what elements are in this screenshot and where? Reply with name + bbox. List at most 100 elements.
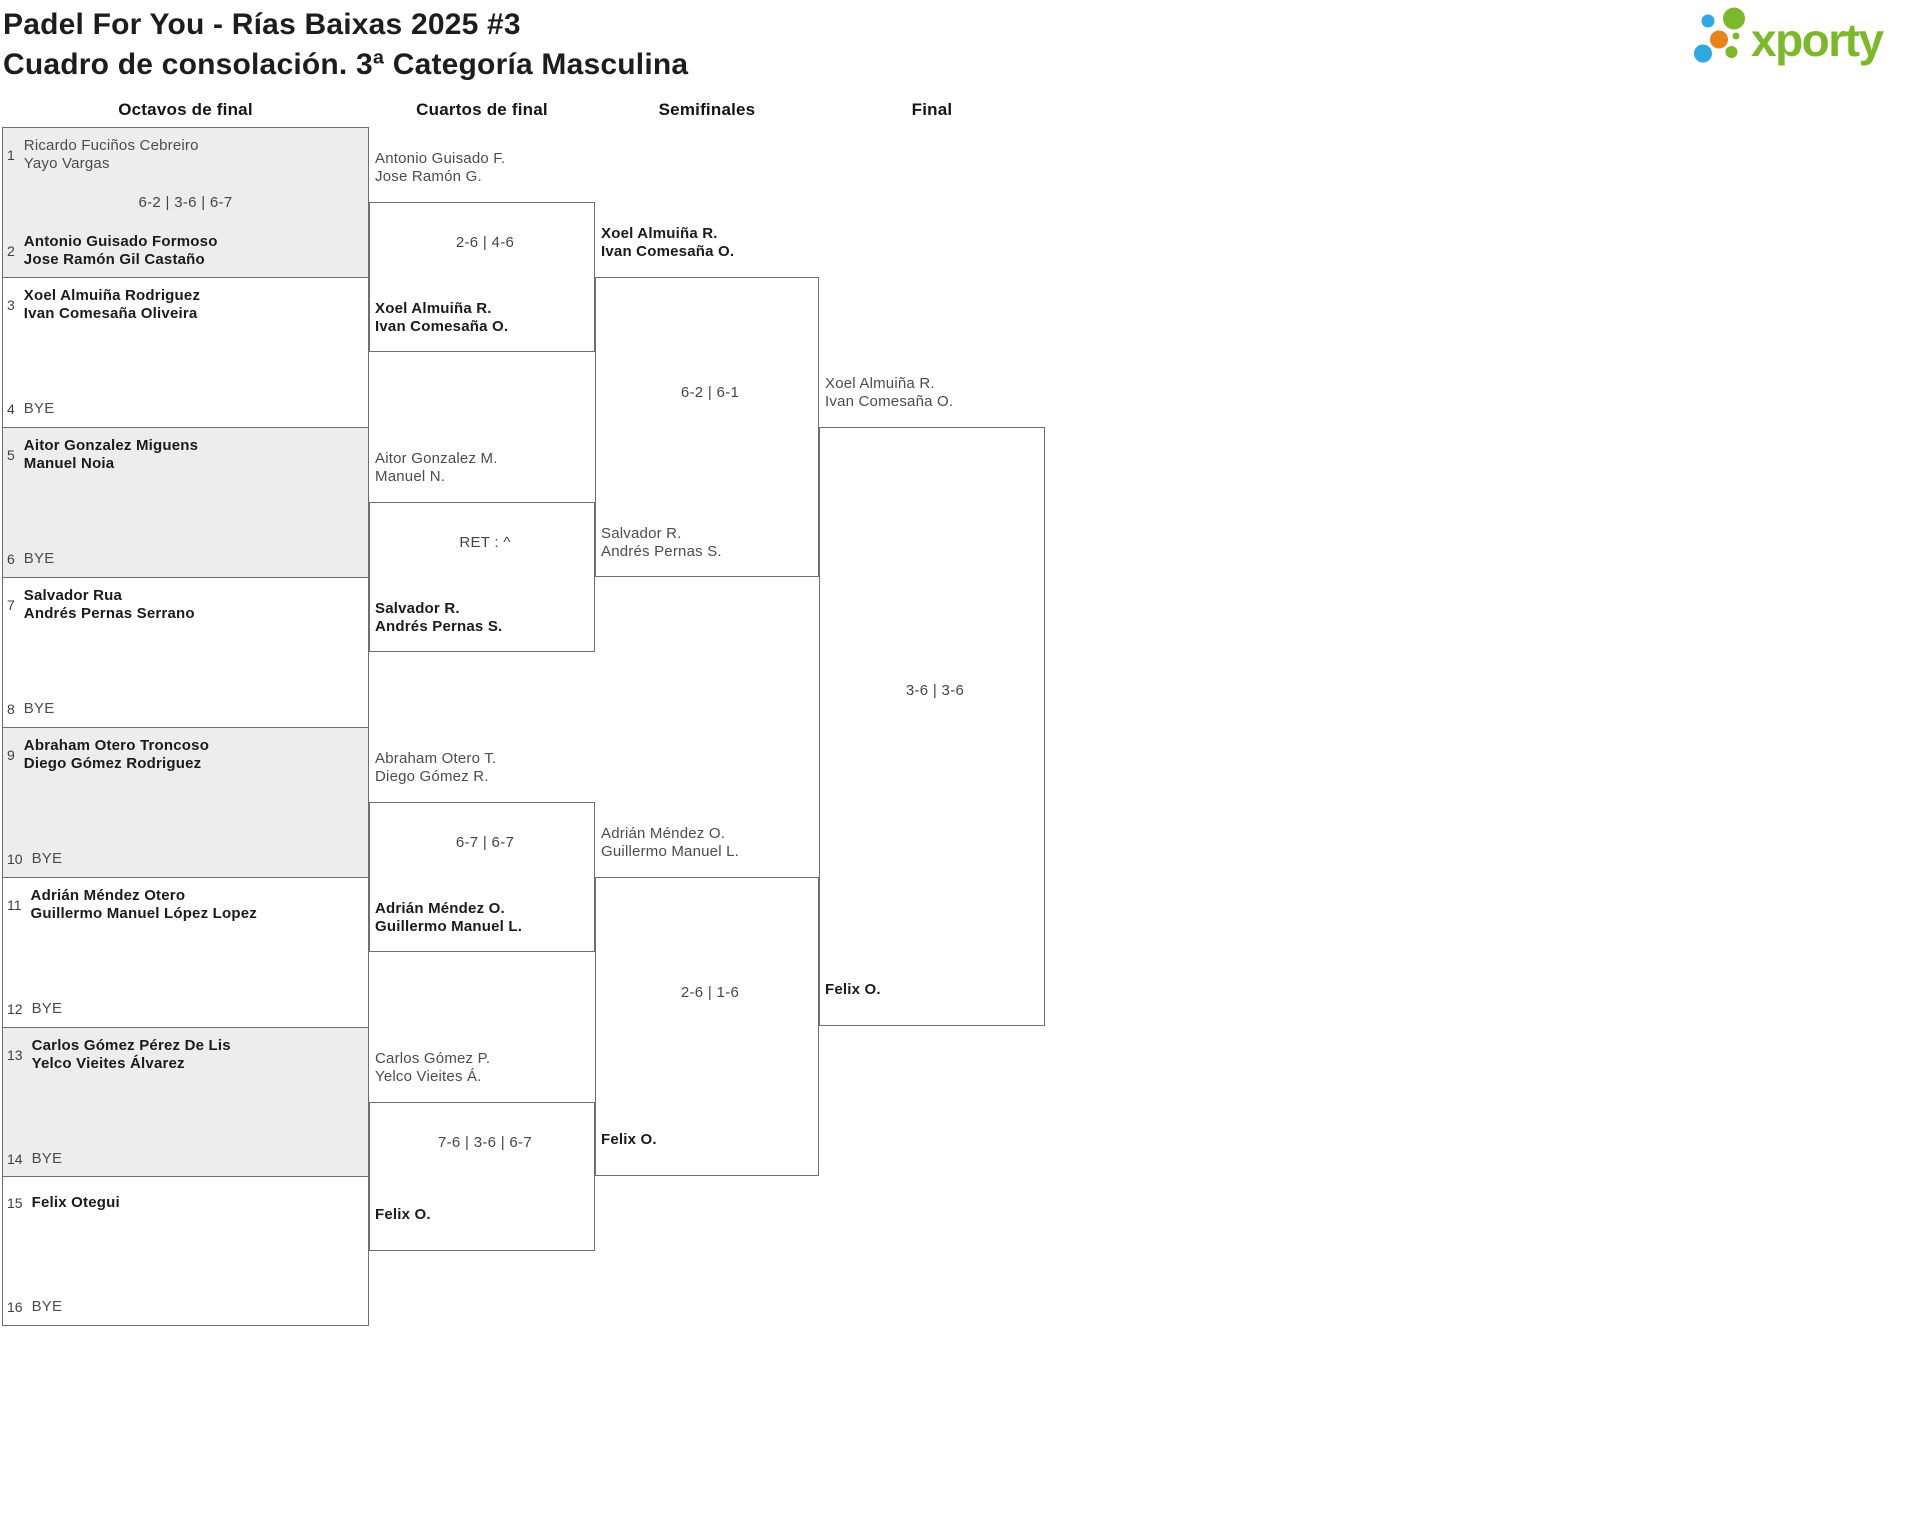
team-row: 1 Ricardo Fuciños Cebreiro Yayo Vargas	[7, 137, 199, 173]
team-row: 15 Felix Otegui	[7, 1194, 120, 1212]
match-box-sf-1	[595, 277, 819, 577]
team-name: Antonio Guisado Formoso	[23, 233, 218, 250]
logo-dot-green-big	[1723, 7, 1745, 30]
team-name: Ricardo Fuciños Cebreiro	[23, 137, 199, 154]
team-block: Adrián Méndez O. Guillermo Manuel L.	[375, 900, 522, 936]
match-score: 6-2 | 6-1	[680, 384, 740, 401]
seed-number: 4	[7, 401, 15, 417]
match-score: 3-6 | 3-6	[905, 682, 965, 699]
team-name: Abraham Otero T.	[375, 750, 497, 767]
match-box-r16-5	[2, 727, 369, 878]
team-block: Carlos Gómez P. Yelco Vieites Á.	[375, 1050, 490, 1086]
logo-dot-blue-small	[1701, 14, 1715, 28]
team-name: Diego Gómez R.	[375, 768, 489, 785]
team-name: Carlos Gómez P.	[375, 1050, 491, 1067]
round-header-cuartos: Cuartos de final	[416, 100, 548, 119]
team-block: Felix O.	[375, 1206, 431, 1224]
bye-label: BYE	[31, 850, 63, 867]
team-row: 14 BYE	[7, 1150, 62, 1168]
team-name: Felix O.	[601, 1131, 657, 1148]
match-box-r16-1	[2, 127, 369, 278]
page-subtitle: Cuadro de consolación. 3ª Categoría Masc…	[3, 48, 689, 81]
bye-label: BYE	[31, 1298, 63, 1315]
logo-dot-green-small	[1725, 46, 1738, 58]
bye-label: BYE	[23, 700, 55, 717]
seed-number: 5	[7, 447, 15, 463]
seed-number: 14	[7, 1151, 23, 1167]
team-name: Yayo Vargas	[23, 155, 110, 172]
xporty-logo: xporty	[1694, 7, 1886, 66]
team-block: Salvador R. Andrés Pernas S.	[601, 525, 722, 561]
match-box-qf-2	[369, 502, 595, 652]
team-name: Ivan Comesaña O.	[375, 318, 509, 335]
team-name: Manuel N.	[375, 468, 446, 485]
match-score: 2-6 | 1-6	[680, 984, 740, 1001]
match-box-r16-4	[2, 577, 369, 728]
team-name: Antonio Guisado F.	[375, 150, 506, 167]
round-header-octavos: Octavos de final	[118, 100, 253, 119]
team-row: 5 Aitor Gonzalez Miguens Manuel Noia	[7, 437, 198, 473]
team-block: Felix O.	[601, 1131, 657, 1149]
team-row: 10 BYE	[7, 850, 62, 868]
team-name: Andrés Pernas S.	[601, 543, 722, 560]
match-box-sf-2	[595, 877, 819, 1176]
seed-number: 3	[7, 297, 15, 313]
team-row: 4 BYE	[7, 400, 54, 418]
seed-number: 1	[7, 147, 15, 163]
team-block: Xoel Almuiña R. Ivan Comesaña O.	[825, 375, 953, 411]
team-row: 13 Carlos Gómez Pérez De Lis Yelco Vieit…	[7, 1037, 231, 1073]
team-row: 8 BYE	[7, 700, 54, 718]
match-box-r16-7	[2, 1027, 369, 1177]
round-header-semifinales: Semifinales	[658, 100, 756, 119]
team-name: Ivan Comesaña Oliveira	[23, 305, 198, 322]
team-name: Felix Otegui	[31, 1194, 120, 1211]
logo-dot-blue-medium	[1694, 44, 1712, 63]
seed-number: 15	[7, 1195, 23, 1211]
team-name: Xoel Almuiña R.	[601, 225, 718, 242]
bye-label: BYE	[23, 400, 55, 417]
team-row: 7 Salvador Rua Andrés Pernas Serrano	[7, 587, 195, 623]
match-score: 7-6 | 3-6 | 6-7	[437, 1134, 532, 1151]
seed-number: 12	[7, 1001, 23, 1017]
match-score: 2-6 | 4-6	[455, 234, 515, 251]
match-box-r16-8	[2, 1176, 369, 1326]
seed-number: 2	[7, 243, 15, 259]
team-row: 9 Abraham Otero Troncoso Diego Gómez Rod…	[7, 737, 209, 773]
team-name: Salvador Rua	[23, 587, 123, 604]
team-name: Felix O.	[825, 981, 881, 998]
team-block: Xoel Almuiña R. Ivan Comesaña O.	[375, 300, 508, 336]
seed-number: 10	[7, 851, 23, 867]
team-name: Carlos Gómez Pérez De Lis	[31, 1037, 231, 1054]
seed-number: 11	[7, 897, 22, 913]
team-name: Yelco Vieites Álvarez	[31, 1055, 185, 1072]
team-block: Antonio Guisado F. Jose Ramón G.	[375, 150, 505, 186]
team-block: Abraham Otero T. Diego Gómez R.	[375, 750, 496, 786]
team-row: 11 Adrián Méndez Otero Guillermo Manuel …	[7, 887, 257, 923]
logo-brand-text: xporty	[1751, 14, 1885, 66]
logo-dot-orange	[1710, 30, 1728, 49]
team-name: Ivan Comesaña O.	[601, 243, 735, 260]
team-name: Adrián Méndez O.	[375, 900, 505, 917]
team-name: Xoel Almuiña Rodriguez	[23, 287, 201, 304]
match-box-r16-6	[2, 877, 369, 1028]
team-name: Aitor Gonzalez M.	[375, 450, 498, 467]
team-row: 12 BYE	[7, 1000, 62, 1018]
team-name: Adrián Méndez Otero	[30, 887, 186, 904]
team-block: Salvador R. Andrés Pernas S.	[375, 600, 502, 636]
seed-number: 7	[7, 597, 15, 613]
team-name: Guillermo Manuel L.	[601, 843, 740, 860]
bye-label: BYE	[31, 1150, 63, 1167]
team-block: Adrián Méndez O. Guillermo Manuel L.	[601, 825, 739, 861]
team-row: 6 BYE	[7, 550, 54, 568]
team-name: Manuel Noia	[23, 455, 115, 472]
team-name: Xoel Almuiña R.	[825, 375, 935, 392]
team-name: Andrés Pernas Serrano	[23, 605, 195, 622]
team-name: Adrián Méndez O.	[601, 825, 726, 842]
bye-label: BYE	[31, 1000, 63, 1017]
round-header-final: Final	[911, 100, 953, 119]
team-name: Diego Gómez Rodriguez	[23, 755, 202, 772]
match-box-r16-2	[2, 277, 369, 428]
team-name: Aitor Gonzalez Miguens	[23, 437, 199, 454]
match-score: RET : ^	[459, 534, 511, 551]
team-name: Salvador R.	[375, 600, 460, 617]
